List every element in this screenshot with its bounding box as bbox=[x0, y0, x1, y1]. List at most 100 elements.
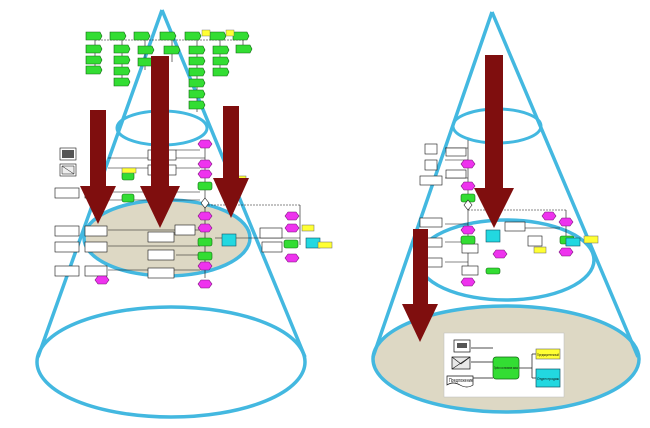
tree-node bbox=[85, 44, 103, 54]
tree-node bbox=[188, 100, 206, 110]
printer-icon bbox=[62, 150, 74, 158]
tree-node bbox=[113, 55, 131, 65]
function-node bbox=[460, 277, 476, 287]
tree-node bbox=[85, 31, 103, 41]
yellow-info-box bbox=[535, 348, 561, 360]
org-node bbox=[565, 237, 581, 247]
info-node bbox=[121, 167, 137, 174]
function-node bbox=[197, 139, 213, 149]
doc-box bbox=[54, 265, 80, 277]
event-node bbox=[283, 239, 299, 249]
function-node bbox=[284, 223, 300, 233]
tree-node bbox=[159, 31, 177, 41]
tree-node bbox=[188, 67, 206, 77]
function-node bbox=[197, 159, 213, 169]
org-node bbox=[485, 229, 501, 243]
event-node bbox=[121, 193, 135, 203]
doc-box bbox=[445, 169, 467, 179]
function-node bbox=[558, 247, 574, 257]
process-label: Приём и согласование заказа bbox=[494, 365, 518, 370]
doc-box bbox=[54, 225, 80, 237]
doc-box bbox=[424, 143, 438, 155]
doc-box bbox=[445, 147, 467, 157]
output-document-label: Предложение bbox=[449, 378, 473, 384]
doc-box bbox=[461, 265, 479, 276]
doc-box bbox=[504, 221, 526, 232]
down-arrow bbox=[213, 106, 249, 218]
tree-node bbox=[137, 45, 155, 55]
tree-node bbox=[212, 67, 230, 77]
tree-node bbox=[188, 78, 206, 88]
doc-box bbox=[424, 159, 438, 171]
function-node bbox=[197, 261, 213, 271]
cyan-org-label: Отдел продаж bbox=[537, 376, 559, 381]
yellow-info-label: Предварительный bbox=[537, 352, 559, 357]
right-cone-side-right bbox=[490, 11, 640, 358]
function-node bbox=[197, 279, 213, 289]
down-arrow bbox=[80, 110, 116, 224]
right-cone-mid-plane bbox=[416, 218, 596, 302]
doc-box bbox=[174, 224, 196, 236]
function-node bbox=[197, 223, 213, 233]
down-arrow bbox=[474, 55, 514, 228]
tree-info-node bbox=[225, 29, 235, 37]
function-node bbox=[460, 159, 476, 169]
connector-node bbox=[200, 197, 210, 209]
function-node bbox=[558, 217, 574, 227]
doc-box bbox=[527, 235, 543, 247]
output-document bbox=[446, 375, 474, 388]
function-node bbox=[197, 211, 213, 221]
doc-box bbox=[54, 187, 80, 199]
tree-node bbox=[188, 56, 206, 66]
function-node bbox=[284, 253, 300, 263]
event-node bbox=[197, 251, 213, 261]
tree-node bbox=[85, 55, 103, 65]
left-cone-base bbox=[35, 305, 307, 419]
down-arrow bbox=[402, 229, 438, 342]
process-box bbox=[492, 356, 520, 380]
doc-box bbox=[84, 241, 108, 253]
tree-node bbox=[113, 77, 131, 87]
tree-node bbox=[209, 31, 227, 41]
event-node bbox=[460, 235, 476, 245]
tree-node bbox=[85, 65, 103, 75]
doc-box bbox=[147, 267, 175, 279]
right-arrows bbox=[402, 55, 514, 342]
tree-node bbox=[232, 31, 250, 41]
cyan-org-box bbox=[535, 368, 561, 388]
tree-node bbox=[188, 89, 206, 99]
function-node bbox=[94, 275, 110, 285]
event-node bbox=[485, 267, 501, 275]
connector-node bbox=[463, 199, 473, 211]
right-mid-process-model bbox=[419, 140, 599, 287]
tree-node bbox=[184, 31, 202, 41]
detail-view: Предложение Приём и согласование заказа … bbox=[443, 332, 565, 398]
info-node bbox=[583, 235, 599, 244]
tree-node bbox=[235, 44, 253, 54]
doc-box bbox=[461, 243, 479, 254]
function-node bbox=[460, 225, 476, 235]
doc-box bbox=[54, 241, 80, 253]
event-node bbox=[197, 237, 213, 247]
doc-box bbox=[261, 241, 283, 253]
tree-info-node bbox=[201, 29, 211, 37]
function-node bbox=[492, 249, 508, 259]
info-node bbox=[317, 241, 333, 249]
tree-node bbox=[109, 31, 127, 41]
down-arrow bbox=[140, 56, 180, 228]
tree-node bbox=[212, 56, 230, 66]
function-node bbox=[197, 169, 213, 179]
left-cone bbox=[35, 9, 307, 419]
event-node bbox=[197, 181, 213, 191]
doc-box bbox=[259, 227, 283, 239]
function-node bbox=[460, 181, 476, 191]
function-node bbox=[284, 211, 300, 221]
tree-node bbox=[113, 66, 131, 76]
left-arrows bbox=[80, 56, 249, 228]
doc-box bbox=[419, 217, 443, 228]
doc-box bbox=[84, 225, 108, 237]
tree-node bbox=[212, 45, 230, 55]
doc-box bbox=[419, 175, 443, 186]
doc-box bbox=[147, 231, 175, 243]
